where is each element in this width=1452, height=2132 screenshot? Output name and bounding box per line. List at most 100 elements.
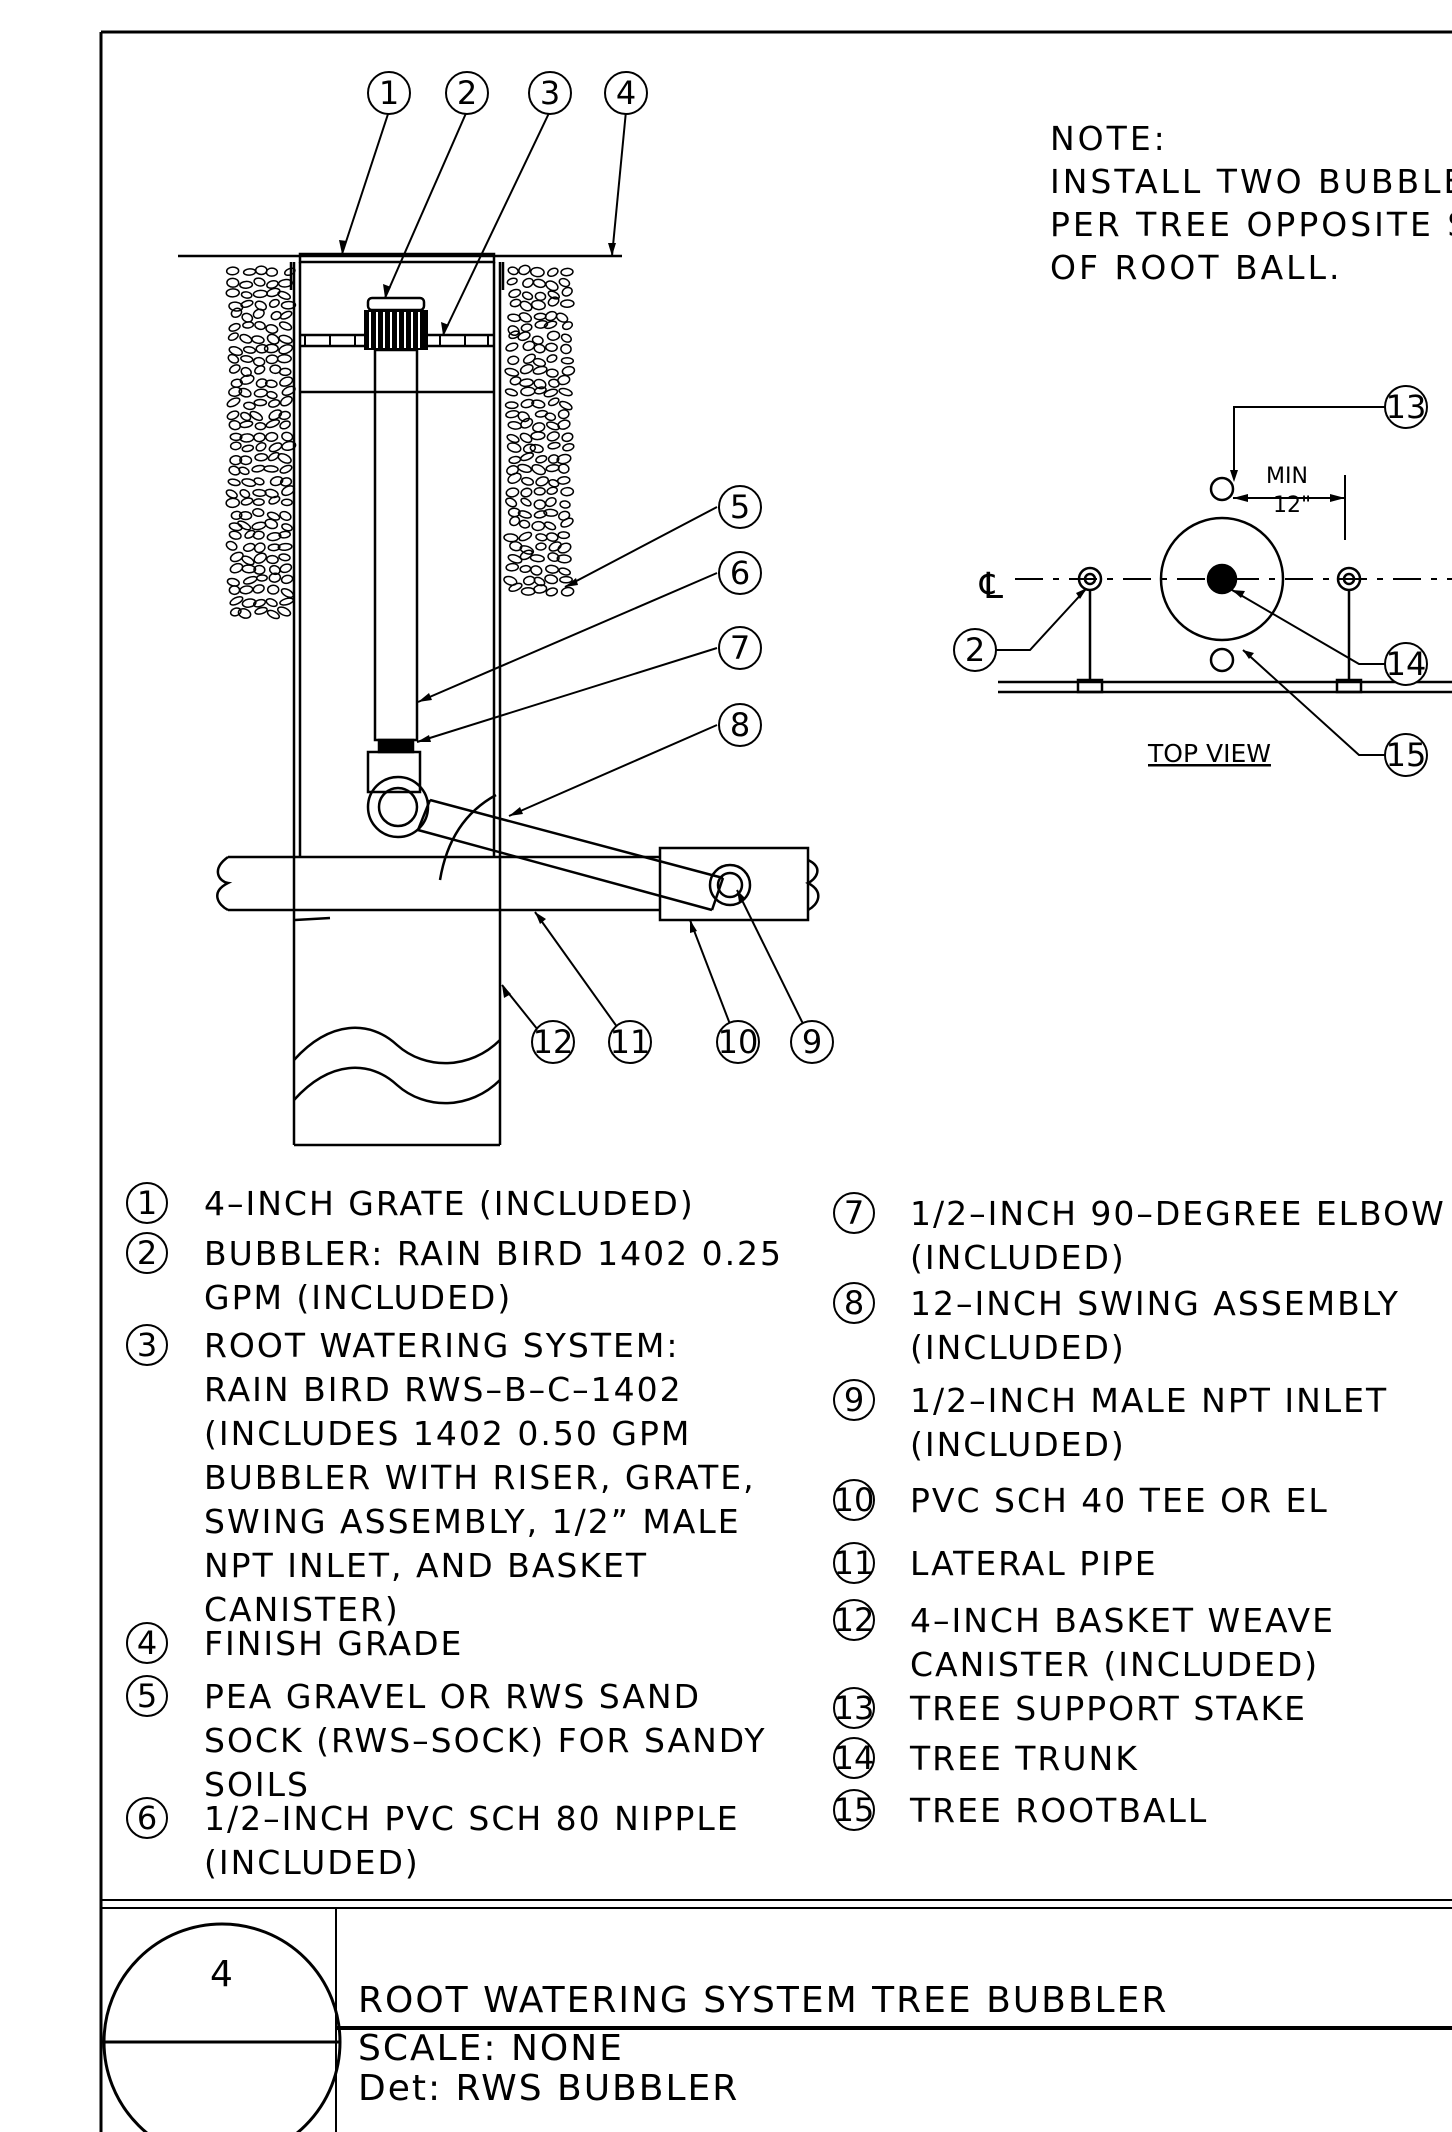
legend-item-9-line-1: 1/2–INCH MALE NPT INLET xyxy=(910,1381,1388,1420)
swing-assembly xyxy=(416,798,725,912)
top-view-callout-13: 13 xyxy=(1386,388,1427,426)
legend-item-11-circle xyxy=(833,1542,875,1584)
legend-item-11-number: 11 xyxy=(834,1544,875,1582)
legend-item-3-line-1: ROOT WATERING SYSTEM: xyxy=(204,1326,679,1365)
legend: 1 4–INCH GRATE (INCLUDED) 2 BUBBLER: RAIN B… xyxy=(126,1182,1444,1882)
section-callout-1-circle xyxy=(367,71,411,115)
detail-number: 4 xyxy=(210,1954,235,1995)
legend-item-8-circle xyxy=(833,1282,875,1324)
legend-item-2-line-2: GPM (INCLUDED) xyxy=(204,1278,512,1317)
legend-item-12-line-2: CANISTER (INCLUDED) xyxy=(910,1645,1319,1684)
legend-item-7-number: 7 xyxy=(844,1194,864,1232)
section-callout-10-circle xyxy=(716,1020,760,1064)
section-callout-9-circle xyxy=(790,1020,834,1064)
section-callout-11-circle xyxy=(608,1020,652,1064)
note-line-3: OF ROOT BALL. xyxy=(1050,248,1342,287)
pvc-tee xyxy=(658,846,810,922)
top-view-callout-14: 14 xyxy=(1386,645,1427,683)
top-view xyxy=(998,475,1452,694)
legend-item-12-circle xyxy=(833,1599,875,1641)
section-callout-9: 9 xyxy=(802,1023,822,1061)
legend-item-5-number: 5 xyxy=(137,1677,157,1715)
detail-title: ROOT WATERING SYSTEM TREE BUBBLER xyxy=(358,1980,1168,2021)
legend-item-2-number: 2 xyxy=(137,1234,157,1272)
grate xyxy=(298,252,496,264)
note-block: NOTE: INSTALL TWO BUBBLER PER TREE OPPOS… xyxy=(1050,119,1452,287)
elbow xyxy=(366,750,422,794)
legend-item-15-number: 15 xyxy=(834,1791,875,1829)
detail-scale: SCALE: NONE xyxy=(358,2028,624,2069)
section-callout-5-circle xyxy=(718,485,762,529)
section-callout-10: 10 xyxy=(718,1023,759,1061)
legend-item-9-number: 9 xyxy=(844,1381,864,1419)
legend-item-10-line-1: PVC SCH 40 TEE OR EL xyxy=(910,1481,1329,1520)
centerline-symbol: ℄ xyxy=(979,566,1005,607)
legend-item-1-number: 1 xyxy=(137,1184,157,1222)
bubbler-head xyxy=(366,296,426,312)
dimension-min-label: MIN xyxy=(1266,464,1308,489)
legend-item-3-line-7: CANISTER) xyxy=(204,1590,400,1629)
detail-reference: Det: RWS BUBBLER xyxy=(358,2068,739,2109)
top-view-arrows xyxy=(1233,494,1345,502)
sheet-border xyxy=(99,30,1452,2132)
gravel-left xyxy=(225,265,297,620)
tree-trunk xyxy=(1206,563,1238,595)
legend-item-6-circle xyxy=(126,1797,168,1839)
section-arrowheads xyxy=(339,240,746,998)
top-view-callout-15-circle xyxy=(1384,733,1428,777)
tree-rootball xyxy=(1159,516,1285,642)
section-callout-3-circle xyxy=(528,71,572,115)
section-callout-8-circle xyxy=(718,703,762,747)
legend-item-1-circle xyxy=(126,1182,168,1224)
section-callout-6-circle xyxy=(718,551,762,595)
legend-item-14-line-1: TREE TRUNK xyxy=(909,1739,1139,1778)
legend-item-5-circle xyxy=(126,1675,168,1717)
legend-item-4-line-1: FINISH GRADE xyxy=(204,1624,463,1663)
legend-item-8-line-2: (INCLUDED) xyxy=(910,1328,1126,1367)
legend-item-13-circle xyxy=(833,1687,875,1729)
dimension-value: 12" xyxy=(1273,493,1311,518)
section-callout-3: 3 xyxy=(540,74,560,112)
legend-item-13-number: 13 xyxy=(834,1689,875,1727)
note-line-2: PER TREE OPPOSITE S xyxy=(1050,205,1452,244)
top-view-callout-14-circle xyxy=(1384,642,1428,686)
legend-item-8-number: 8 xyxy=(844,1284,864,1322)
legend-item-2-line-1: BUBBLER: RAIN BIRD 1402 0.25 xyxy=(204,1234,783,1273)
legend-item-15-circle xyxy=(833,1789,875,1831)
section-callout-5: 5 xyxy=(730,488,750,526)
legend-item-1-line-1: 4–INCH GRATE (INCLUDED) xyxy=(204,1184,695,1223)
section-callout-2-circle xyxy=(445,71,489,115)
top-view-callout-2: 2 xyxy=(965,631,985,669)
legend-item-12-line-1: 4–INCH BASKET WEAVE xyxy=(910,1601,1335,1640)
legend-item-6-line-1: 1/2–INCH PVC SCH 80 NIPPLE xyxy=(204,1799,740,1838)
gravel-right xyxy=(503,264,576,597)
riser-nipple xyxy=(373,348,419,742)
legend-item-3-line-5: SWING ASSEMBLY, 1/2” MALE xyxy=(204,1502,741,1541)
top-view-leaders xyxy=(996,406,1385,756)
legend-item-9-line-2: (INCLUDED) xyxy=(910,1425,1126,1464)
legend-item-5-line-3: SOILS xyxy=(204,1765,310,1804)
note-heading: NOTE: xyxy=(1050,119,1168,158)
top-view-label: TOP VIEW xyxy=(1147,739,1271,768)
legend-item-10-number: 10 xyxy=(834,1481,875,1519)
section-callout-2: 2 xyxy=(457,74,477,112)
section-callout-6: 6 xyxy=(730,554,750,592)
top-view-callout-13-circle xyxy=(1384,385,1428,429)
section-callout-11: 11 xyxy=(610,1023,651,1061)
legend-item-9-circle xyxy=(833,1379,875,1421)
legend-item-3-line-6: NPT INLET, AND BASKET xyxy=(204,1546,648,1585)
legend-item-7-line-2: (INCLUDED) xyxy=(910,1238,1126,1277)
legend-item-6-number: 6 xyxy=(137,1799,157,1837)
section-callout-1: 1 xyxy=(379,74,399,112)
top-view-leader-arrows xyxy=(1076,470,1254,659)
section-callout-12: 12 xyxy=(533,1023,574,1061)
section-callout-8: 8 xyxy=(730,706,750,744)
top-view-callout-2-circle xyxy=(953,628,997,672)
bubbler-top-view xyxy=(1209,476,1235,502)
legend-item-15-line-1: TREE ROOTBALL xyxy=(909,1791,1208,1830)
title-block xyxy=(101,1899,1452,2132)
legend-item-14-circle xyxy=(833,1737,875,1779)
